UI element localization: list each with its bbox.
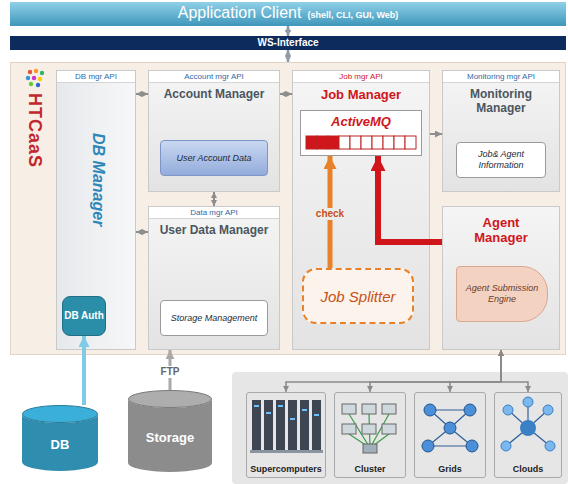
connector (450, 350, 501, 392)
box-label: User Data Manager (149, 223, 279, 237)
box-label: Monitoring mgr API (443, 71, 559, 83)
connector (82, 336, 86, 405)
connector (501, 350, 528, 392)
box-label: Job Manager (293, 87, 429, 102)
box-label: DB Manager (89, 133, 107, 226)
data-store: Storage Management (160, 300, 268, 336)
box-label: Storage Management (167, 313, 262, 324)
connector (430, 133, 442, 135)
manager-box: Data mgr API User Data ManagerStorage Man… (148, 206, 280, 350)
message-queue (306, 136, 416, 149)
connector (370, 350, 501, 392)
box-label: DB mgr API (57, 71, 135, 83)
edge-label: check (314, 208, 346, 220)
connector (287, 26, 290, 36)
connector (136, 231, 148, 233)
interface-band: WS-Interface (10, 36, 566, 50)
box-label: Job& Agent Information (457, 149, 545, 171)
connector (280, 93, 292, 95)
resource-panel (232, 372, 568, 484)
connector (378, 156, 442, 242)
manager-box: Job mgr API Job ManagerActiveMQ Job Splitt… (292, 70, 430, 350)
connector (213, 192, 215, 206)
box-label: ActiveMQ (331, 114, 391, 129)
logo-dots (26, 69, 44, 87)
box-label: DB Auth (64, 310, 104, 322)
label-holder: FTP (159, 361, 182, 379)
supercomputer-icon (250, 400, 323, 453)
client-band: Application Client (shell, CLI, GUI, Web) (10, 2, 566, 26)
box-label: Job Splitter (320, 288, 395, 305)
box-label: Cluster (354, 464, 385, 474)
manager-box: Account mgr API Account ManagerUser Accou… (148, 70, 280, 192)
box-label: Supercomputers (250, 464, 322, 474)
box-label: Data mgr API (149, 207, 279, 219)
box-label: Clouds (513, 464, 544, 474)
box-label: Storage (146, 430, 194, 445)
box-label: User Account Data (172, 153, 255, 164)
grid-icon (422, 404, 478, 452)
box-label: Agent Submission Engine (457, 283, 547, 305)
database-cylinder: DB (22, 405, 98, 471)
box-label: Application Client (178, 4, 302, 22)
box-label: HTCaaS (24, 93, 45, 168)
engine-box: Agent Submission Engine (456, 266, 548, 322)
box-label: Agent Manager (443, 215, 559, 245)
manager-column: DB mgr API DB Manager DB Auth (56, 70, 136, 350)
data-store: User Account Data (160, 140, 268, 176)
cloud-icon (501, 397, 555, 451)
resource-box: Grids (414, 392, 486, 478)
label-holder: check (314, 203, 346, 221)
box-label: (shell, CLI, GUI, Web) (307, 10, 398, 20)
box-label: Grids (438, 464, 462, 474)
connector (287, 50, 290, 62)
connector (286, 350, 501, 392)
connector (136, 93, 148, 95)
box-label: DB (51, 437, 70, 452)
storage-cylinder: Storage (128, 390, 212, 472)
data-store: Job& Agent Information (456, 142, 546, 178)
splitter-box: Job Splitter (302, 268, 414, 324)
manager-box: Agent ManagerAgent Submission Engine (442, 206, 560, 350)
box-label: WS-Interface (257, 37, 318, 49)
box-label: Monitoring Manager (443, 87, 559, 115)
box-label: Account mgr API (149, 71, 279, 83)
box-label: Job mgr API (293, 71, 429, 83)
edge-label: FTP (159, 366, 182, 378)
manager-box: Monitoring mgr API Monitoring ManagerJob&… (442, 70, 560, 192)
auth-box: DB Auth (62, 296, 106, 336)
cluster-icon (342, 404, 396, 453)
system-panel: HTCaaS DB mgr API DB Manager DB Auth Account… (10, 62, 566, 355)
box-label: Account Manager (149, 87, 279, 101)
